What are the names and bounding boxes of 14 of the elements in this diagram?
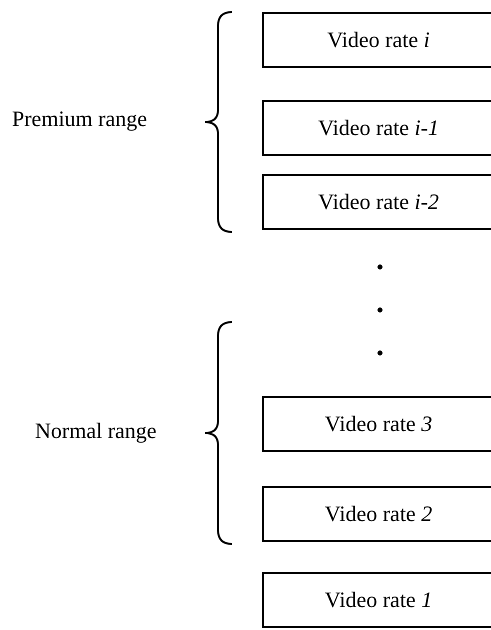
rate-label: Video rate i — [326, 27, 431, 53]
rate-label: Video rate 1 — [324, 587, 434, 613]
range-label: Premium range — [12, 106, 148, 132]
rate-box — [262, 174, 491, 230]
range-label: Normal range — [35, 418, 157, 444]
rate-box — [262, 12, 491, 68]
rate-label: Video rate i-1 — [317, 115, 440, 141]
rate-box — [262, 572, 491, 628]
rate-box — [262, 100, 491, 156]
rate-label: Video rate i-2 — [317, 189, 440, 215]
rate-box — [262, 396, 491, 452]
rate-box — [262, 486, 491, 542]
rate-label: Video rate 3 — [324, 411, 434, 437]
rate-label: Video rate 2 — [324, 501, 434, 527]
